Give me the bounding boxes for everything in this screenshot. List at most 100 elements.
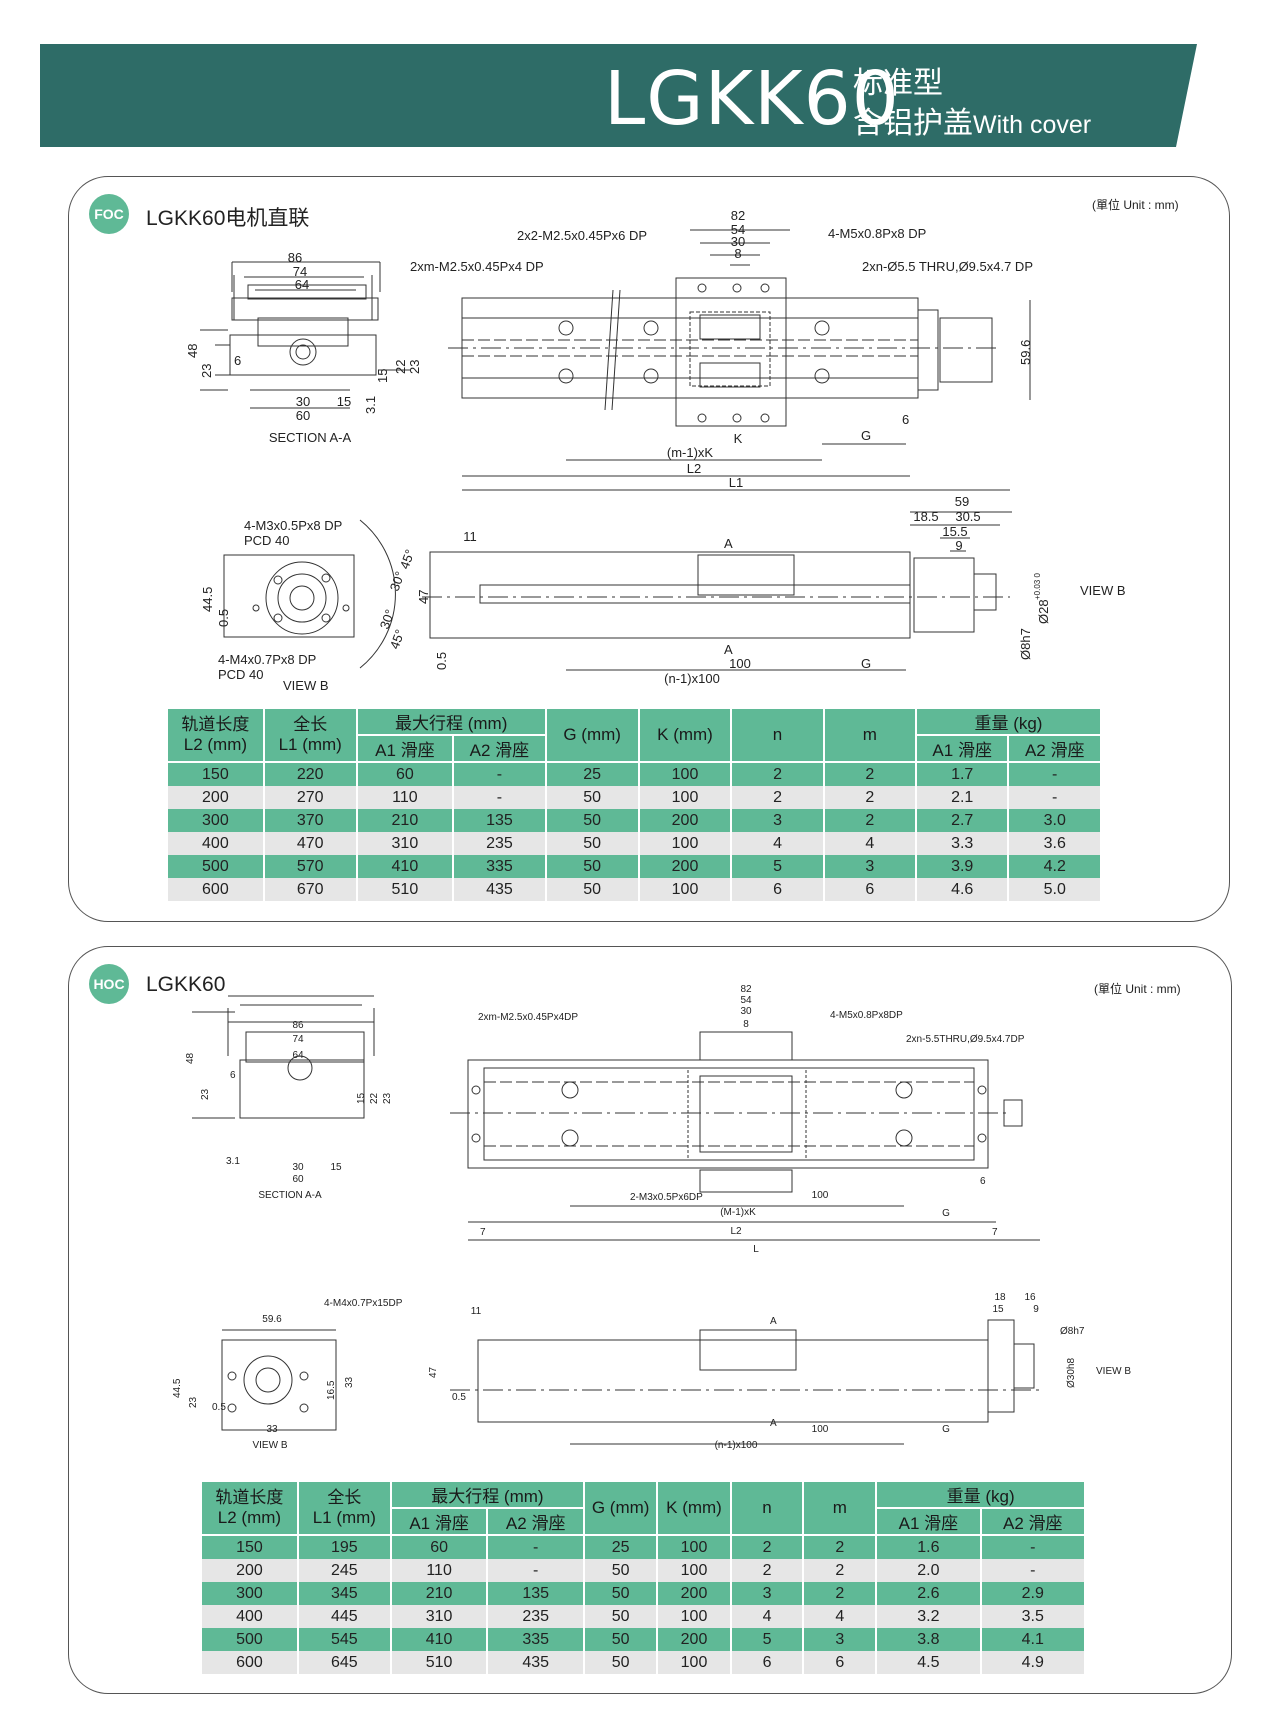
svg-text:G: G [861,428,871,443]
header-max-stroke: 最大行程 (mm) [355,707,547,736]
header-g: G (mm) [544,707,640,763]
svg-text:(n-1)x100: (n-1)x100 [715,1440,758,1451]
svg-text:15: 15 [337,394,351,409]
svg-text:K: K [734,431,743,446]
svg-text:7: 7 [992,1227,998,1238]
svg-text:11: 11 [471,1306,482,1317]
svg-text:6: 6 [234,353,241,368]
svg-text:54: 54 [740,995,752,1006]
svg-text:23: 23 [382,1092,393,1104]
header-weight: 重量 (kg) [914,707,1103,736]
svg-text:45°: 45° [387,627,408,651]
svg-text:48: 48 [185,1052,196,1064]
svg-text:33: 33 [344,1376,355,1388]
svg-text:0.5: 0.5 [434,652,449,670]
header-k: K (mm) [656,1480,732,1536]
cover-label: 含铝护盖With cover [853,107,1092,140]
svg-text:2xn-Ø5.5 THRU,Ø9.5x4.7 DP: 2xn-Ø5.5 THRU,Ø9.5x4.7 DP [862,259,1033,274]
svg-text:60: 60 [296,408,310,423]
svg-text:4-M5x0.8Px8 DP: 4-M5x0.8Px8 DP [828,226,926,241]
svg-text:3.1: 3.1 [226,1156,240,1167]
header-stroke-a1: A1 滑座 [355,734,455,763]
svg-text:23: 23 [407,360,422,374]
svg-text:L1: L1 [729,475,743,490]
header-m: m [822,707,917,763]
section-title: LGKK60电机直联 [146,207,310,230]
svg-text:4-M5x0.8Px8DP: 4-M5x0.8Px8DP [830,1010,903,1021]
svg-text:3.1: 3.1 [363,396,378,414]
svg-text:(M-1)xK: (M-1)xK [720,1207,756,1218]
svg-text:100: 100 [812,1190,829,1201]
header-m: m [802,1480,878,1536]
svg-text:9: 9 [955,538,962,553]
header-banner: LGKK60 标准型 含铝护盖With cover [40,44,1197,147]
header-stroke-a2: A2 滑座 [486,1507,585,1536]
svg-text:30.5: 30.5 [955,509,980,524]
foc-drawings: 86 74 64 48 23 6 15 22 23 30 15 60 3.1 S… [185,208,1126,693]
header-stroke-a1: A1 滑座 [389,1507,489,1536]
svg-text:L2: L2 [730,1226,742,1237]
svg-text:VIEW B: VIEW B [1080,583,1126,598]
svg-text:0.5: 0.5 [216,609,231,627]
svg-text:30: 30 [740,1006,752,1017]
svg-text:Ø8h7: Ø8h7 [1018,628,1033,660]
svg-text:74: 74 [293,264,307,279]
svg-text:L2: L2 [687,461,701,476]
svg-text:44.5: 44.5 [200,587,215,612]
svg-text:59: 59 [955,494,969,509]
svg-text:PCD 40: PCD 40 [218,667,264,682]
svg-text:30°: 30° [387,569,408,593]
svg-text:(n-1)x100: (n-1)x100 [664,671,720,686]
svg-text:45°: 45° [397,547,418,571]
unit-label: (單位 Unit : mm) [1094,982,1181,996]
svg-text:SECTION A-A: SECTION A-A [258,1190,322,1201]
header-k: K (mm) [637,707,733,763]
svg-text:VIEW B: VIEW B [283,678,329,693]
svg-text:22: 22 [369,1092,380,1104]
svg-text:Ø8h7: Ø8h7 [1060,1326,1085,1337]
svg-text:6: 6 [980,1176,986,1187]
svg-text:VIEW B: VIEW B [1096,1366,1131,1377]
svg-text:9: 9 [1033,1304,1039,1315]
svg-text:Ø28: Ø28 [1036,599,1051,624]
svg-text:0.5: 0.5 [452,1392,466,1403]
svg-text:15: 15 [356,1092,367,1104]
svg-text:15: 15 [330,1162,342,1173]
header-stroke-a2: A2 滑座 [452,734,547,763]
svg-text:100: 100 [812,1424,829,1435]
svg-text:SECTION A-A: SECTION A-A [269,430,352,445]
header-n: n [730,707,825,763]
header-weight-a2: A2 滑座 [1007,734,1102,763]
svg-text:64: 64 [292,1050,304,1061]
svg-text:22: 22 [393,360,408,374]
svg-text:2x2-M2.5x0.45Px6 DP: 2x2-M2.5x0.45Px6 DP [517,228,647,243]
svg-text:23: 23 [188,1396,199,1408]
svg-text:59.6: 59.6 [1018,340,1033,365]
svg-text:0.5: 0.5 [212,1402,226,1413]
svg-text:18: 18 [994,1292,1006,1303]
svg-text:74: 74 [292,1034,304,1045]
svg-text:48: 48 [185,344,200,358]
svg-text:86: 86 [288,250,302,265]
svg-text:2xm-M2.5x0.45Px4DP: 2xm-M2.5x0.45Px4DP [478,1012,578,1023]
header-weight-a2: A2 滑座 [979,1507,1087,1536]
svg-text:A: A [724,642,733,657]
svg-text:30: 30 [731,234,745,249]
svg-text:30°: 30° [377,607,398,631]
svg-text:30: 30 [292,1162,304,1173]
header-weight: 重量 (kg) [875,1480,1086,1509]
svg-text:G: G [861,656,871,671]
svg-text:23: 23 [200,1088,211,1100]
svg-text:Ø30h8: Ø30h8 [1066,1358,1077,1388]
svg-text:6: 6 [230,1070,236,1081]
